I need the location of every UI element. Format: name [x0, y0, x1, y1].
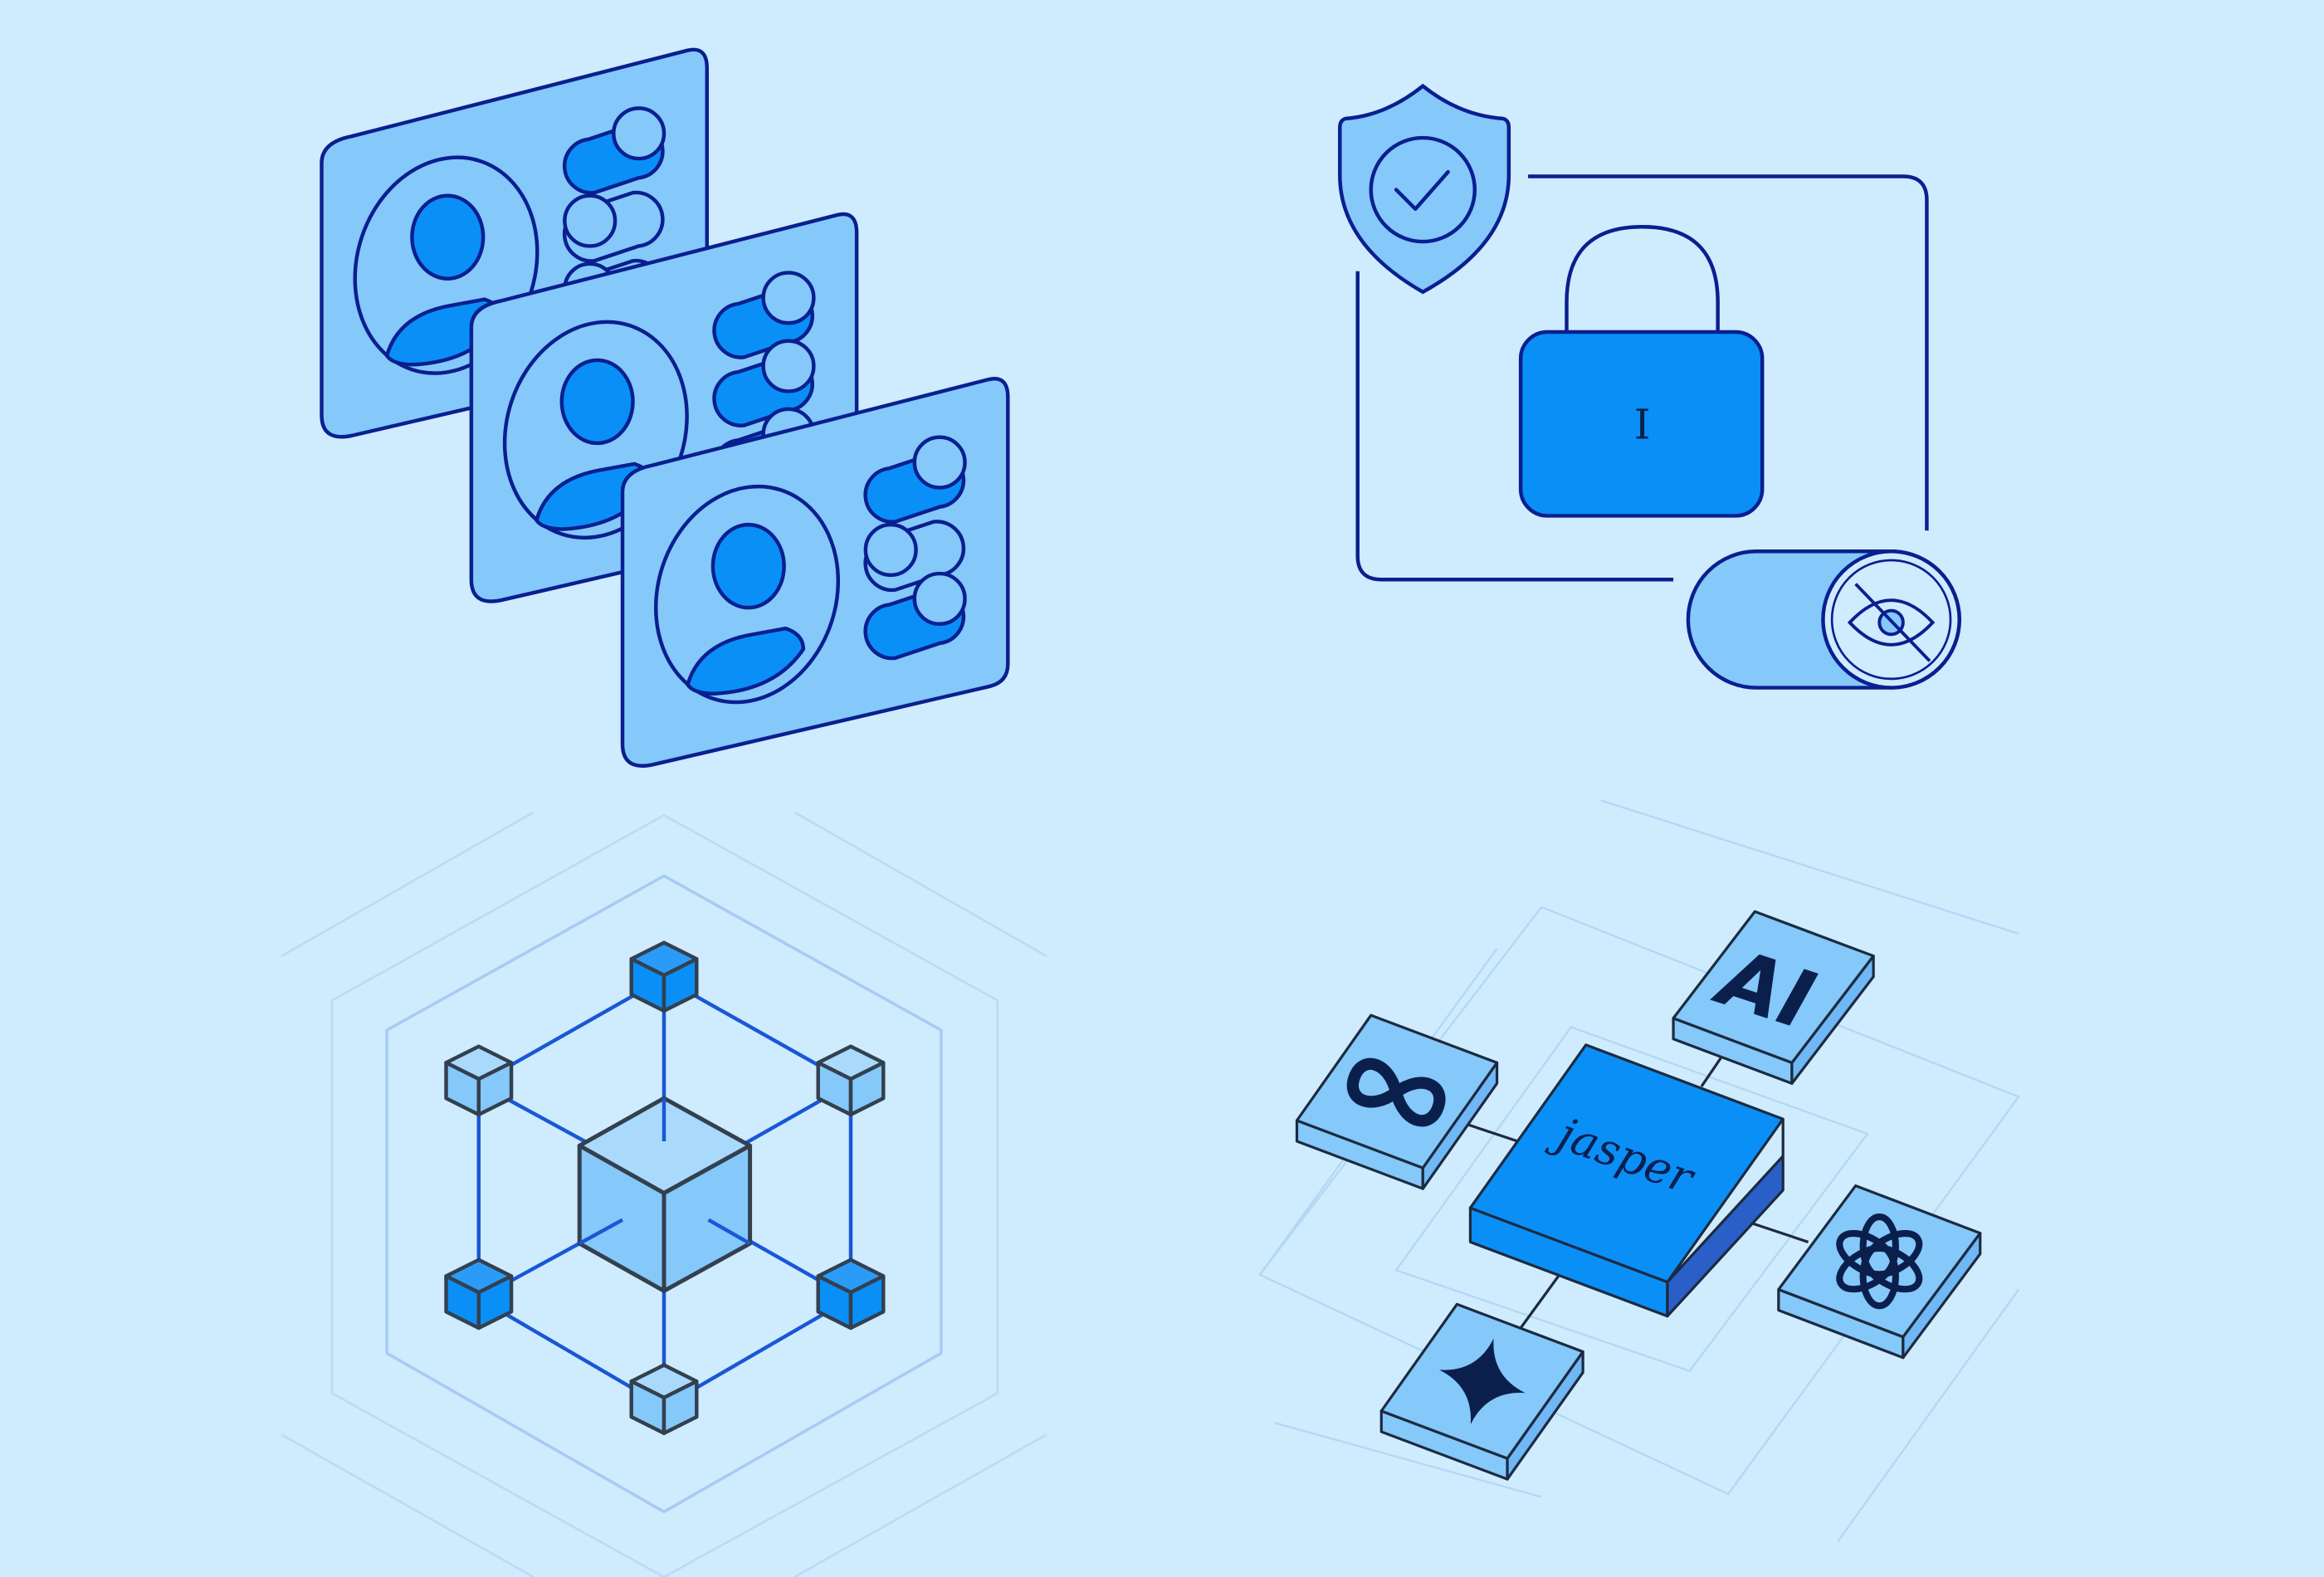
cube-icon — [447, 1047, 512, 1115]
hexagon-icon — [385, 874, 943, 1514]
cube-icon — [577, 1096, 753, 1293]
cube-icon — [818, 1047, 884, 1115]
eye-off-icon — [1847, 583, 1936, 662]
sparkle-star-icon — [1438, 1338, 1526, 1425]
ai-model-hub: jasper AI — [1258, 799, 2020, 1542]
toggle-switch-icon — [562, 190, 665, 263]
shield-check-icon — [1338, 83, 1511, 295]
sparkle-node — [1379, 1302, 1584, 1481]
openai-node — [1777, 1184, 1982, 1360]
meta-node — [1295, 1013, 1499, 1190]
padlock-icon: I — [1518, 224, 1765, 518]
lock-keyhole: I — [1634, 401, 1651, 449]
hexagon-icon — [281, 811, 1047, 1577]
toggle-switch-icon — [863, 571, 967, 661]
cube-icon — [447, 1260, 512, 1328]
security-privacy: I — [1338, 83, 1961, 690]
user-profile-cards — [322, 50, 1008, 766]
cube-icon — [632, 943, 697, 1011]
cube-icon — [818, 1260, 884, 1328]
cube-network — [281, 811, 1047, 1577]
jasper-hub: jasper — [1468, 1043, 1784, 1318]
frame-line — [1355, 174, 1929, 582]
meta-logo-icon — [1346, 1057, 1446, 1127]
user-card — [622, 378, 1008, 765]
openai-logo-icon — [1836, 1213, 1923, 1310]
cube-icon — [632, 1365, 697, 1433]
ai-node: AI — [1672, 910, 1875, 1085]
toggle-switch-icon — [562, 106, 666, 195]
toggle-switch-icon — [863, 435, 967, 524]
privacy-toggle — [1686, 549, 1961, 690]
user-card — [322, 50, 707, 437]
